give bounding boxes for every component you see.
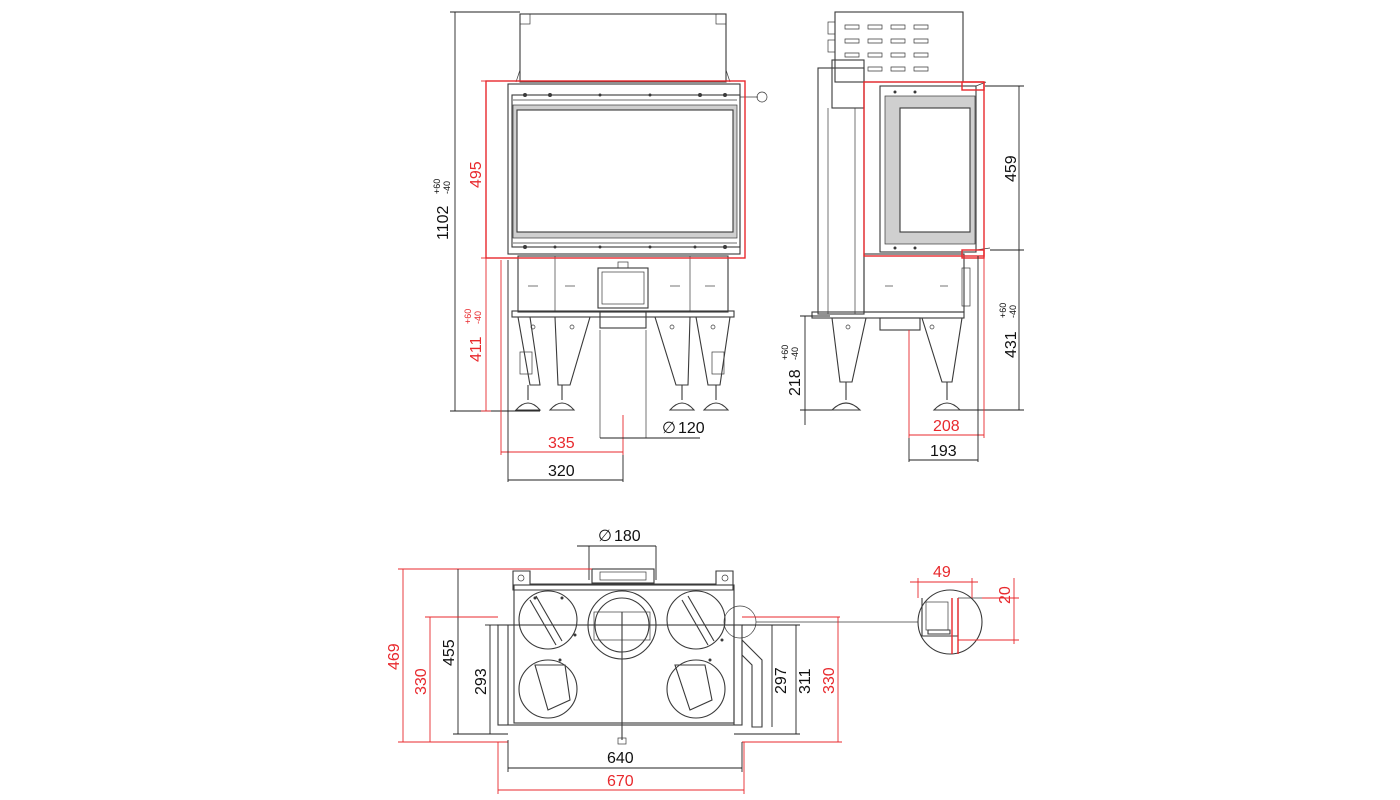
detail-dimensions [910, 578, 1019, 644]
label-side-base-tol-minus: -40 [1008, 305, 1018, 318]
label-top-flue-diameter: 180 [614, 528, 641, 545]
front-view-dimensions [450, 11, 700, 482]
label-depth-330-left: 330 [413, 668, 430, 695]
label-leg-height: 218 [787, 369, 804, 396]
front-view-labels: 1102 +60 -40 495 411 +60 -40 ∅ 120 335 3… [432, 161, 705, 480]
label-total-height: 1102 [435, 205, 452, 240]
side-view-labels: 459 431 +60 -40 218 +60 -40 208 193 [780, 155, 1020, 460]
label-total-height-tol-plus: +60 [432, 179, 442, 194]
vent-slots [844, 24, 929, 72]
label-offset-black: 320 [548, 463, 575, 480]
side-view [811, 11, 991, 411]
detail-view [917, 589, 983, 655]
label-leg-tol-minus: -40 [790, 347, 800, 360]
top-view [497, 568, 918, 745]
label-flue-diameter: 120 [678, 420, 705, 437]
label-leg-tol-plus: +60 [780, 345, 790, 360]
label-side-base-height: 431 [1003, 331, 1020, 358]
label-depth-black: 193 [930, 443, 957, 460]
side-view-dimensions [800, 85, 1024, 462]
label-detail-height: 20 [997, 586, 1014, 604]
label-top-flue-symbol: ∅ [598, 528, 612, 545]
label-offset-red: 335 [548, 435, 575, 452]
label-base-height-tol-minus: -40 [473, 311, 483, 324]
label-width-outer: 670 [607, 773, 634, 790]
label-depth-297: 297 [773, 667, 790, 694]
label-depth-455: 455 [441, 639, 458, 666]
label-glass-height: 459 [1003, 155, 1020, 182]
label-detail-width: 49 [933, 564, 951, 581]
label-width-inner: 640 [607, 750, 634, 767]
label-base-height: 411 [468, 336, 485, 362]
label-base-height-tol-plus: +60 [463, 309, 473, 324]
label-depth-330-right: 330 [821, 667, 838, 694]
label-flue-diameter-symbol: ∅ [662, 420, 676, 437]
label-side-base-tol-plus: +60 [998, 303, 1008, 318]
label-total-height-tol-minus: -40 [442, 181, 452, 194]
top-view-dimensions [398, 545, 842, 794]
label-depth-red: 208 [933, 418, 960, 435]
detail-labels: 49 20 [933, 564, 1014, 604]
label-depth-293: 293 [473, 668, 490, 695]
label-opening-height: 495 [468, 161, 485, 188]
front-view [485, 13, 768, 438]
top-view-labels: ∅ 180 469 455 330 293 297 311 330 640 67… [386, 528, 838, 790]
label-depth-outer: 469 [386, 643, 403, 670]
label-depth-311: 311 [797, 668, 814, 694]
bolt-dots-top [523, 93, 727, 249]
